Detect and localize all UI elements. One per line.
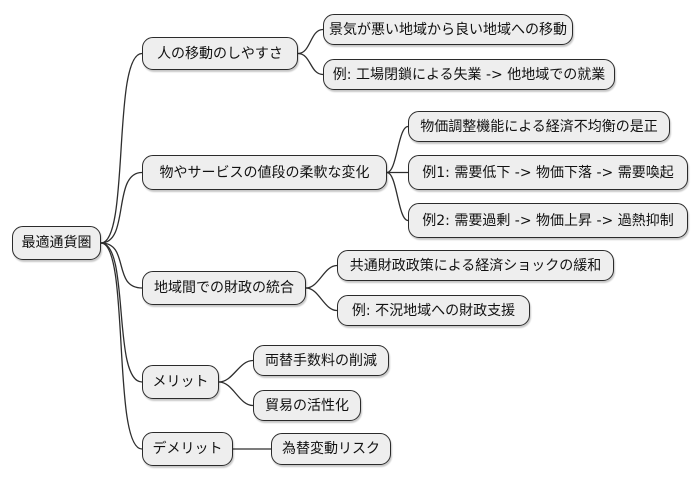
- edge-root-to-branch-fiscal: [100, 242, 143, 289]
- node-leaf-price-adjustment: 物価調整機能による経済不均衡の是正: [408, 111, 670, 142]
- edge-fiscal-to-example-support: [305, 287, 338, 312]
- edge-root-to-branch-merits: [100, 242, 143, 383]
- edge-root-to-branch-price: [100, 171, 143, 244]
- edge-root-to-branch-mobility: [100, 52, 143, 244]
- edge-mobility-to-migration: [297, 28, 324, 55]
- edge-fiscal-to-common-policy: [305, 264, 338, 289]
- node-branch-labor-mobility: 人の移動のしやすさ: [142, 37, 298, 70]
- node-leaf-example2-excess-demand: 例2: 需要過剰 -> 物価上昇 -> 過熱抑制: [408, 203, 688, 238]
- edge-price-to-adjustment: [386, 125, 409, 174]
- node-branch-price-flexibility: 物やサービスの値段の柔軟な変化: [142, 155, 387, 190]
- node-leaf-trade-activation: 貿易の活性化: [253, 390, 361, 421]
- edge-root-to-branch-demerits: [100, 242, 143, 450]
- edge-mobility-to-example-factory: [297, 52, 324, 76]
- node-leaf-fx-fee-reduction: 両替手数料の削減: [253, 345, 389, 376]
- node-leaf-common-fiscal-policy: 共通財政政策による経済ショックの緩和: [337, 250, 614, 281]
- node-leaf-example-fiscal-support: 例: 不況地域への財政支援: [337, 295, 530, 326]
- edge-merits-to-trade: [218, 381, 254, 407]
- edge-price-to-example2: [386, 171, 409, 222]
- edge-merits-to-fee-reduction: [218, 359, 254, 383]
- node-branch-fiscal-integration: 地域間での財政の統合: [142, 271, 306, 305]
- node-branch-merits: メリット: [142, 365, 219, 399]
- node-leaf-migration-bad-to-good: 景気が悪い地域から良い地域への移動: [323, 14, 573, 45]
- node-branch-demerits: デメリット: [142, 432, 233, 466]
- node-root-optimal-currency-area: 最適通貨圏: [12, 226, 101, 260]
- node-leaf-example-factory-closure: 例: 工場閉鎖による失業 -> 他地域での就業: [323, 59, 615, 90]
- node-leaf-fx-risk: 為替変動リスク: [271, 433, 391, 465]
- node-leaf-example1-demand-drop: 例1: 需要低下 -> 物価下落 -> 需要喚起: [408, 155, 688, 190]
